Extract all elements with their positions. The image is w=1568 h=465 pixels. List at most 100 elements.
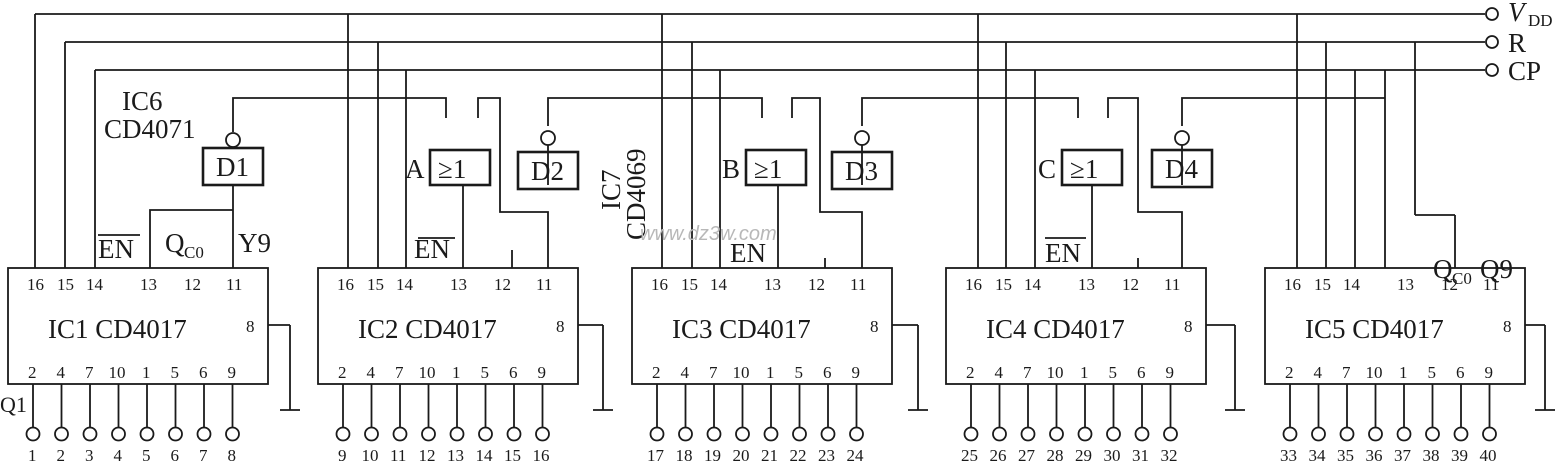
d3-label: D3: [845, 156, 878, 186]
r-terminal[interactable]: [1485, 35, 1499, 49]
output-terminal[interactable]: [1368, 426, 1383, 442]
output-terminal[interactable]: [421, 426, 436, 442]
output-terminal[interactable]: [792, 426, 807, 442]
output-terminal[interactable]: [54, 426, 69, 442]
output-terminal[interactable]: [678, 426, 693, 442]
output-terminal[interactable]: [1282, 426, 1298, 442]
output-terminal[interactable]: [25, 426, 41, 442]
output-terminal[interactable]: [706, 426, 722, 442]
ic5-bottom-pin: 10: [1366, 363, 1383, 382]
ic1-name: IC1 CD4017: [48, 314, 187, 344]
ic2-bottom-pin: 6: [509, 363, 518, 382]
output-terminal[interactable]: [763, 426, 779, 442]
output-number: 20: [733, 446, 750, 465]
vdd-terminal[interactable]: [1485, 7, 1499, 21]
ic5-top-pin: 12: [1441, 275, 1458, 294]
output-terminal[interactable]: [168, 426, 183, 442]
output-number: 31: [1132, 446, 1149, 465]
ic2-top-pin: 16: [337, 275, 354, 294]
d4-label: D4: [1165, 154, 1198, 184]
or-b-letter: B: [722, 154, 740, 184]
or-c-letter: C: [1038, 154, 1056, 184]
output-terminal[interactable]: [392, 426, 408, 442]
output-terminal[interactable]: [364, 426, 379, 442]
output-number: 28: [1047, 446, 1064, 465]
output-terminal[interactable]: [1425, 426, 1440, 442]
output-terminal[interactable]: [478, 426, 493, 442]
output-terminal[interactable]: [992, 426, 1007, 442]
output-terminal[interactable]: [506, 426, 522, 442]
output-terminal[interactable]: [335, 426, 351, 442]
ic3: [631, 267, 928, 411]
output-number: 34: [1309, 446, 1327, 465]
or-a-letter: A: [405, 154, 425, 184]
ic4-bottom-pin: 1: [1080, 363, 1089, 382]
output-terminal[interactable]: [111, 426, 126, 442]
ic7-part: CD4069: [621, 148, 651, 240]
output-terminal[interactable]: [535, 426, 550, 442]
ic7-name: IC7: [596, 170, 626, 211]
output-terminal[interactable]: [82, 426, 98, 442]
ic1-top-pin: 13: [140, 275, 157, 294]
output-terminal[interactable]: [1396, 426, 1412, 442]
ic4-en: EN: [1045, 238, 1081, 268]
output-terminal[interactable]: [1163, 426, 1178, 442]
ic5-top-pin: 15: [1314, 275, 1331, 294]
ic1-top-pin: 15: [57, 275, 74, 294]
ic4-top-pin: 16: [965, 275, 982, 294]
ic1-qco-sub: C0: [184, 243, 204, 262]
ic4-bottom-pin: 5: [1109, 363, 1118, 382]
output-terminal[interactable]: [1049, 426, 1064, 442]
output-terminal[interactable]: [820, 426, 836, 442]
output-terminal[interactable]: [963, 426, 979, 442]
output-number: 19: [704, 446, 721, 465]
output-terminal[interactable]: [196, 426, 212, 442]
output-terminal[interactable]: [139, 426, 155, 442]
output-terminal[interactable]: [1106, 426, 1121, 442]
output-terminal[interactable]: [1311, 426, 1326, 442]
ic1-top-pin: 14: [86, 275, 104, 294]
output-terminal[interactable]: [1020, 426, 1036, 442]
output-terminal[interactable]: [225, 426, 240, 442]
ic5-bottom-pin: 6: [1456, 363, 1465, 382]
ic1: [7, 267, 300, 411]
ic1-qco: Q: [165, 228, 185, 258]
ic2-name: IC2 CD4017: [358, 314, 497, 344]
ic5-bottom-pin: 1: [1399, 363, 1408, 382]
output-terminal[interactable]: [1339, 426, 1355, 442]
output-number: 11: [390, 446, 406, 465]
ic4-bottom-pin: 6: [1137, 363, 1146, 382]
output-terminal[interactable]: [849, 426, 864, 442]
output-number: 38: [1423, 446, 1440, 465]
ic1-body: [7, 267, 269, 385]
ic4-top-pin: 14: [1024, 275, 1042, 294]
ic2: [317, 267, 613, 411]
output-number: 7: [199, 446, 208, 465]
output-terminal[interactable]: [1453, 426, 1469, 442]
ic2-bottom-pin: 4: [367, 363, 376, 382]
output-number: 5: [142, 446, 151, 465]
or-b-symbol: ≥1: [754, 154, 782, 184]
output-terminal[interactable]: [1482, 426, 1497, 442]
output-terminal[interactable]: [1077, 426, 1093, 442]
ic5-name: IC5 CD4017: [1305, 314, 1444, 344]
cp-terminal[interactable]: [1485, 63, 1499, 77]
output-number: 16: [533, 446, 550, 465]
ic2-top-pin: 11: [536, 275, 552, 294]
output-number: 18: [676, 446, 693, 465]
output-terminal[interactable]: [1134, 426, 1150, 442]
ic2-body: [317, 267, 579, 385]
ic3-body: [631, 267, 893, 385]
ic2-bottom-pin: 1: [452, 363, 461, 382]
gate-wiring: [149, 97, 1385, 268]
ic4-bottom-pin: 4: [995, 363, 1004, 382]
output-terminal[interactable]: [735, 426, 750, 442]
rail-cp: CP: [95, 56, 1541, 86]
ic3-bottom-pin: 5: [795, 363, 804, 382]
output-terminal[interactable]: [649, 426, 665, 442]
cp-label: CP: [1508, 56, 1541, 86]
vdd-subscript: DD: [1528, 11, 1553, 30]
ic2-top-pin: 12: [494, 275, 511, 294]
output-terminal[interactable]: [449, 426, 465, 442]
